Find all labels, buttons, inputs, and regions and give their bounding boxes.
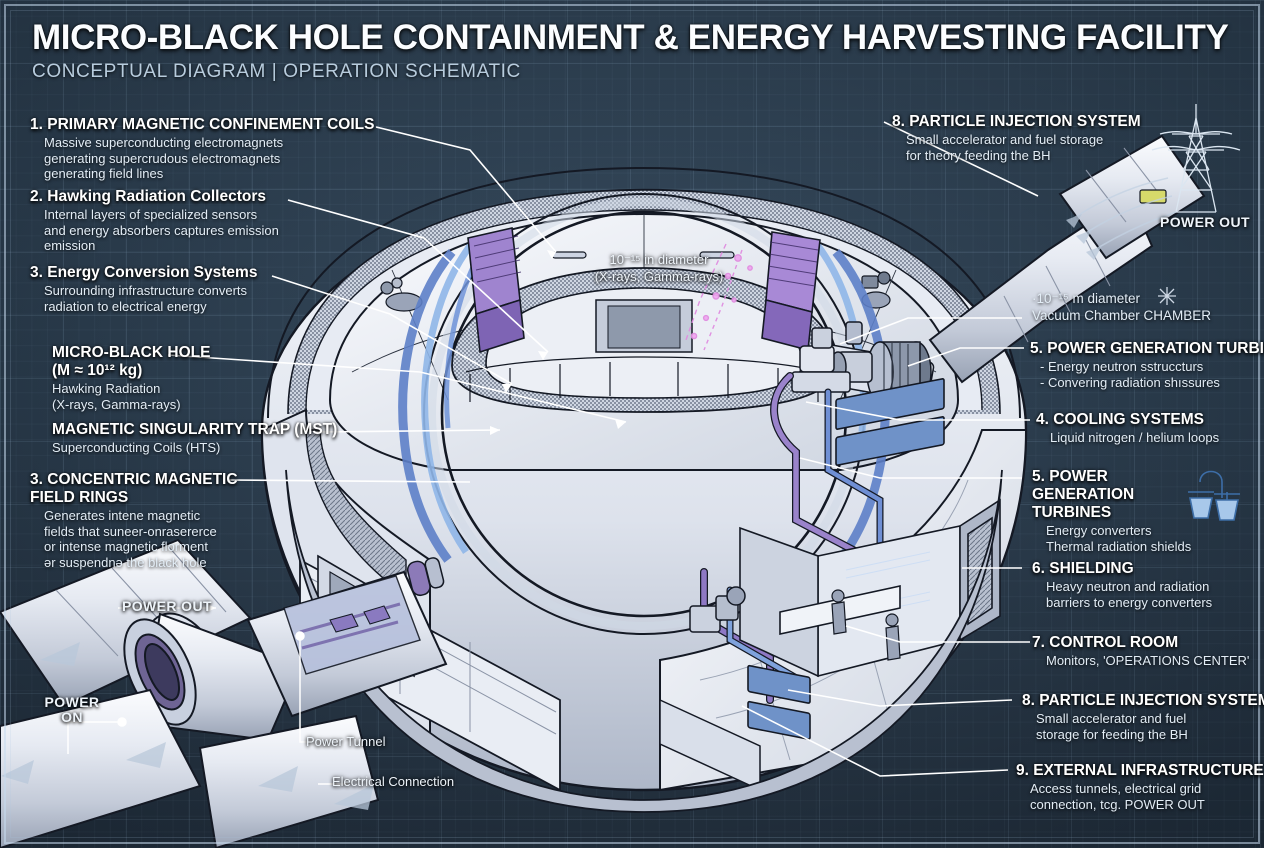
callout-title: 1. PRIMARY MAGNETIC CONFINEMENT COILS [30, 116, 375, 133]
right-cutaway-section [659, 321, 1028, 792]
power-tunnel-left [0, 538, 448, 848]
callout-power-generation-turbines-upper[interactable]: 5. POWER GENERATION TURBINES - Energy ne… [1030, 340, 1264, 390]
callout-title: 3. CONCENTRIC MAGNETIC FIELD RINGS [30, 471, 238, 506]
callout-particle-injection-system-top[interactable]: 8. PARTICLE INJECTION SYSTEM Small accel… [892, 113, 1141, 163]
callout-title: 4. COOLING SYSTEMS [1036, 411, 1204, 428]
callout-micro-black-hole[interactable]: MICRO-BLACK HOLE (M ≈ 10¹² kg) Hawking R… [52, 344, 210, 412]
scale-sparkle [1158, 287, 1176, 305]
callout-title: 2. Hawking Radiation Collectors [30, 188, 267, 205]
callout-vacuum-chamber[interactable]: ·10⁻¹⁵ m diameter Vacuum Chamber CHAMBER [1032, 290, 1211, 324]
turbine-pictogram [1188, 470, 1240, 521]
callout-title: 9. EXTERNAL INFRASTRUCTURE [1016, 762, 1264, 779]
callout-concentric-magnetic-field-rings[interactable]: 3. CONCENTRIC MAGNETIC FIELD RINGS Gener… [30, 471, 238, 570]
callout-description: Vacuum Chamber CHAMBER [1032, 308, 1212, 324]
page-subtitle: CONCEPTUAL DIAGRAM | OPERATION SCHEMATIC [32, 61, 521, 82]
label-power-out-tower: POWER OUT [1160, 214, 1250, 230]
callout-title: 5. POWER GENERATION TURBINES [1030, 340, 1264, 357]
power-turbine-assembly [791, 321, 935, 403]
callout-title: ·10⁻¹⁵ m diameter [1032, 291, 1140, 306]
leader-lines [167, 121, 1039, 777]
inline-leader-lines [67, 604, 348, 785]
callout-description: - Energy neutron sstruccturs - Convering… [1040, 358, 1220, 390]
callout-description: Superconducting Coils (HTS) [52, 439, 221, 455]
callout-description: Surrounding infrastructure converts radi… [44, 282, 248, 314]
power-flow-arrows-right [1066, 177, 1177, 260]
callout-cooling-systems[interactable]: 4. COOLING SYSTEMS Liquid nitrogen / hel… [1036, 411, 1219, 446]
callout-description: Access tunnels, electrical grid connecti… [1030, 780, 1205, 812]
facility-base [285, 469, 1003, 813]
page-header: MICRO-BLACK HOLE CONTAINMENT & ENERGY HA… [32, 18, 1229, 83]
label-power-out-tunnel: POWER OUT [122, 598, 212, 614]
callout-description: Energy converters Thermal radiation shie… [1046, 522, 1192, 554]
label-power-tunnel: Power Tunnel [306, 734, 386, 749]
callout-description: Monitors, 'OPERATIONS CENTER' [1046, 652, 1250, 668]
power-transmission-tower [1151, 104, 1241, 213]
callout-description: Liquid nitrogen / helium loops [1050, 429, 1220, 445]
flow-arrows [1, 642, 374, 810]
callout-description: Heavy neutron and radiation barriers to … [1046, 578, 1213, 610]
callout-title: MAGNETIC SINGULARITY TRAP (MST) [52, 421, 338, 438]
callout-title: MICRO-BLACK HOLE [52, 344, 211, 361]
callout-energy-conversion-systems[interactable]: 3. Energy Conversion Systems Surrounding… [30, 264, 257, 314]
callout-description: Small accelerator and fuel storage for f… [1036, 710, 1188, 742]
callout-title-mass: (M ≈ 10¹² kg) [52, 361, 143, 379]
callout-description: Small accelerator and fuel storage for t… [906, 131, 1104, 163]
callout-title: 7. CONTROL ROOM [1032, 634, 1179, 651]
page-title: MICRO-BLACK HOLE CONTAINMENT & ENERGY HA… [32, 18, 1229, 57]
label-core-radiation: (X-rays, Gamma-rays) [594, 269, 724, 284]
callout-description: Internal layers of specialized sensors a… [44, 206, 279, 254]
callout-title: 3. Energy Conversion Systems [30, 264, 258, 281]
callout-external-infrastructure[interactable]: 9. EXTERNAL INFRASTRUCTURE Access tunnel… [1016, 762, 1264, 812]
control-room [739, 378, 961, 740]
callout-title: 5. POWER GENERATION TURBINES [1032, 468, 1135, 521]
label-power-on: POWER ON [44, 694, 100, 726]
callout-particle-injection-system-bottom[interactable]: 8. PARTICLE INJECTION SYSTEM Small accel… [1022, 692, 1264, 742]
callout-magnetic-singularity-trap[interactable]: MAGNETIC SINGULARITY TRAP (MST) Supercon… [52, 421, 337, 456]
callout-power-generation-turbines-lower[interactable]: 5. POWER GENERATION TURBINES Energy conv… [1032, 468, 1212, 554]
label-electrical-connection: Electrical Connection [332, 774, 455, 789]
callout-description: Hawking Radiation (X-rays, Gamma-rays) [52, 380, 181, 412]
callout-primary-magnetic-confinement-coils[interactable]: 1. PRIMARY MAGNETIC CONFINEMENT COILS Ma… [30, 116, 374, 182]
label-core-diameter: 10⁻¹⁵ in diameter [609, 252, 709, 267]
callout-description: Massive superconducting electromagnets g… [44, 134, 284, 182]
callout-title: 8. PARTICLE INJECTION SYSTEM [892, 113, 1141, 130]
callout-title: 6. SHIELDING [1032, 560, 1134, 577]
callout-hawking-radiation-collectors[interactable]: 2. Hawking Radiation Collectors Internal… [30, 188, 279, 254]
magnetic-confinement-coils-left [398, 227, 525, 563]
callout-description: Generates intene magnetic fields that su… [44, 507, 217, 570]
callout-control-room[interactable]: 7. CONTROL ROOM Monitors, 'OPERATIONS CE… [1032, 634, 1249, 669]
callout-shielding[interactable]: 6. SHIELDING Heavy neutron and radiation… [1032, 560, 1212, 610]
callout-title: 8. PARTICLE INJECTION SYSTEM [1022, 692, 1264, 709]
